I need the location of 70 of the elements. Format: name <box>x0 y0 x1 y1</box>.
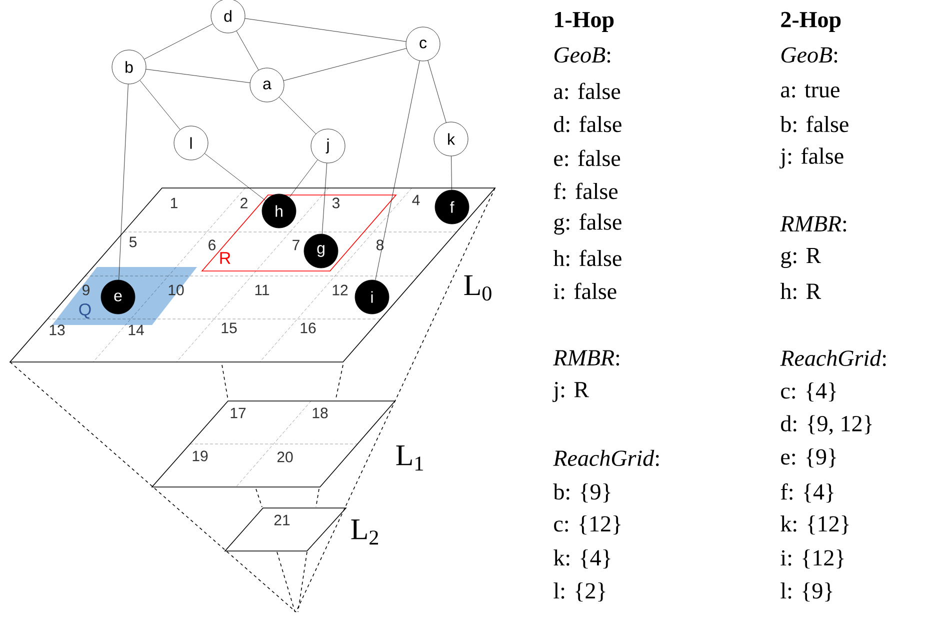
connector-line <box>236 30 259 70</box>
text-line: l: {2} <box>554 582 606 602</box>
text-line: d: {9, 12} <box>781 415 872 435</box>
cell-number: 2 <box>240 198 248 208</box>
cell-number: 12 <box>332 284 348 296</box>
text-line: ReachGrid: <box>553 450 659 466</box>
cell-number: 14 <box>128 324 144 336</box>
text-line: b: {9} <box>553 483 610 502</box>
cell-number: 11 <box>255 284 270 296</box>
level-label: L$_{1}$ <box>396 446 423 470</box>
cell-number: 15 <box>222 322 237 334</box>
connector-line <box>283 48 407 81</box>
column-heading: 2-Hop <box>781 12 841 32</box>
region-label: R <box>220 252 230 264</box>
text-line: j: R <box>552 382 589 402</box>
text-line: j: false <box>780 147 844 169</box>
text-line: l: {9} <box>780 582 832 602</box>
cell-number: 19 <box>192 450 208 462</box>
text-line: e: false <box>554 150 620 166</box>
text-line: b: false <box>780 116 848 132</box>
text-line: a: true <box>781 84 840 98</box>
text-line: e: {9} <box>781 448 836 468</box>
text-line: c: {12} <box>554 515 620 534</box>
connector-line <box>375 60 420 280</box>
connector-line <box>146 69 250 83</box>
connector-line <box>428 60 446 123</box>
connector-line <box>204 153 266 201</box>
cell-number: 18 <box>312 408 328 418</box>
cell-number: 10 <box>168 284 184 296</box>
connector-line <box>322 162 328 234</box>
cell-number: 3 <box>332 198 340 208</box>
cell-number: 13 <box>50 324 65 336</box>
text-line: c: {4} <box>781 382 836 402</box>
connector-line <box>140 80 180 130</box>
cell-number: 4 <box>412 194 420 206</box>
cell-number: 21 <box>274 514 290 526</box>
text-line: GeoB: <box>554 47 610 63</box>
connector-line <box>289 160 318 198</box>
text-line: h: false <box>553 250 622 266</box>
text-line: g: false <box>554 213 622 235</box>
cell-number: 16 <box>300 322 316 334</box>
cell-number: 7 <box>292 240 300 250</box>
text-line: f: {4} <box>780 483 834 503</box>
text-line: GeoB: <box>781 47 838 63</box>
text-line: i: false <box>554 282 616 300</box>
level-label: L$_{0}$ <box>464 275 492 301</box>
cell-number: 20 <box>277 452 293 462</box>
cell-number: 1 <box>170 198 178 208</box>
level-label: L$_{2}$ <box>351 520 378 544</box>
text-line: d: false <box>554 116 622 132</box>
text-line: a: false <box>554 82 620 100</box>
cell-number: 17 <box>230 408 246 418</box>
text-line: k: {12} <box>780 515 849 534</box>
text-line: k: {4} <box>554 549 610 568</box>
cell-number: 5 <box>129 236 137 248</box>
text-line: i: {12} <box>780 549 844 568</box>
connector-line <box>451 156 452 190</box>
connector-line <box>244 18 406 42</box>
text-line: ReachGrid: <box>780 350 886 366</box>
text-line: f: false <box>554 182 618 200</box>
cell-number: 6 <box>208 240 216 250</box>
region-label: Q <box>79 303 91 319</box>
text-line: g: R <box>781 248 822 268</box>
connector-line <box>144 24 213 60</box>
connector-line <box>118 84 128 280</box>
column-heading: 1-Hop <box>555 12 614 32</box>
connector-line <box>278 96 316 134</box>
text-line: h: R <box>780 282 822 300</box>
text-line: RMBR: <box>553 350 620 366</box>
text-line: RMBR: <box>780 216 846 232</box>
